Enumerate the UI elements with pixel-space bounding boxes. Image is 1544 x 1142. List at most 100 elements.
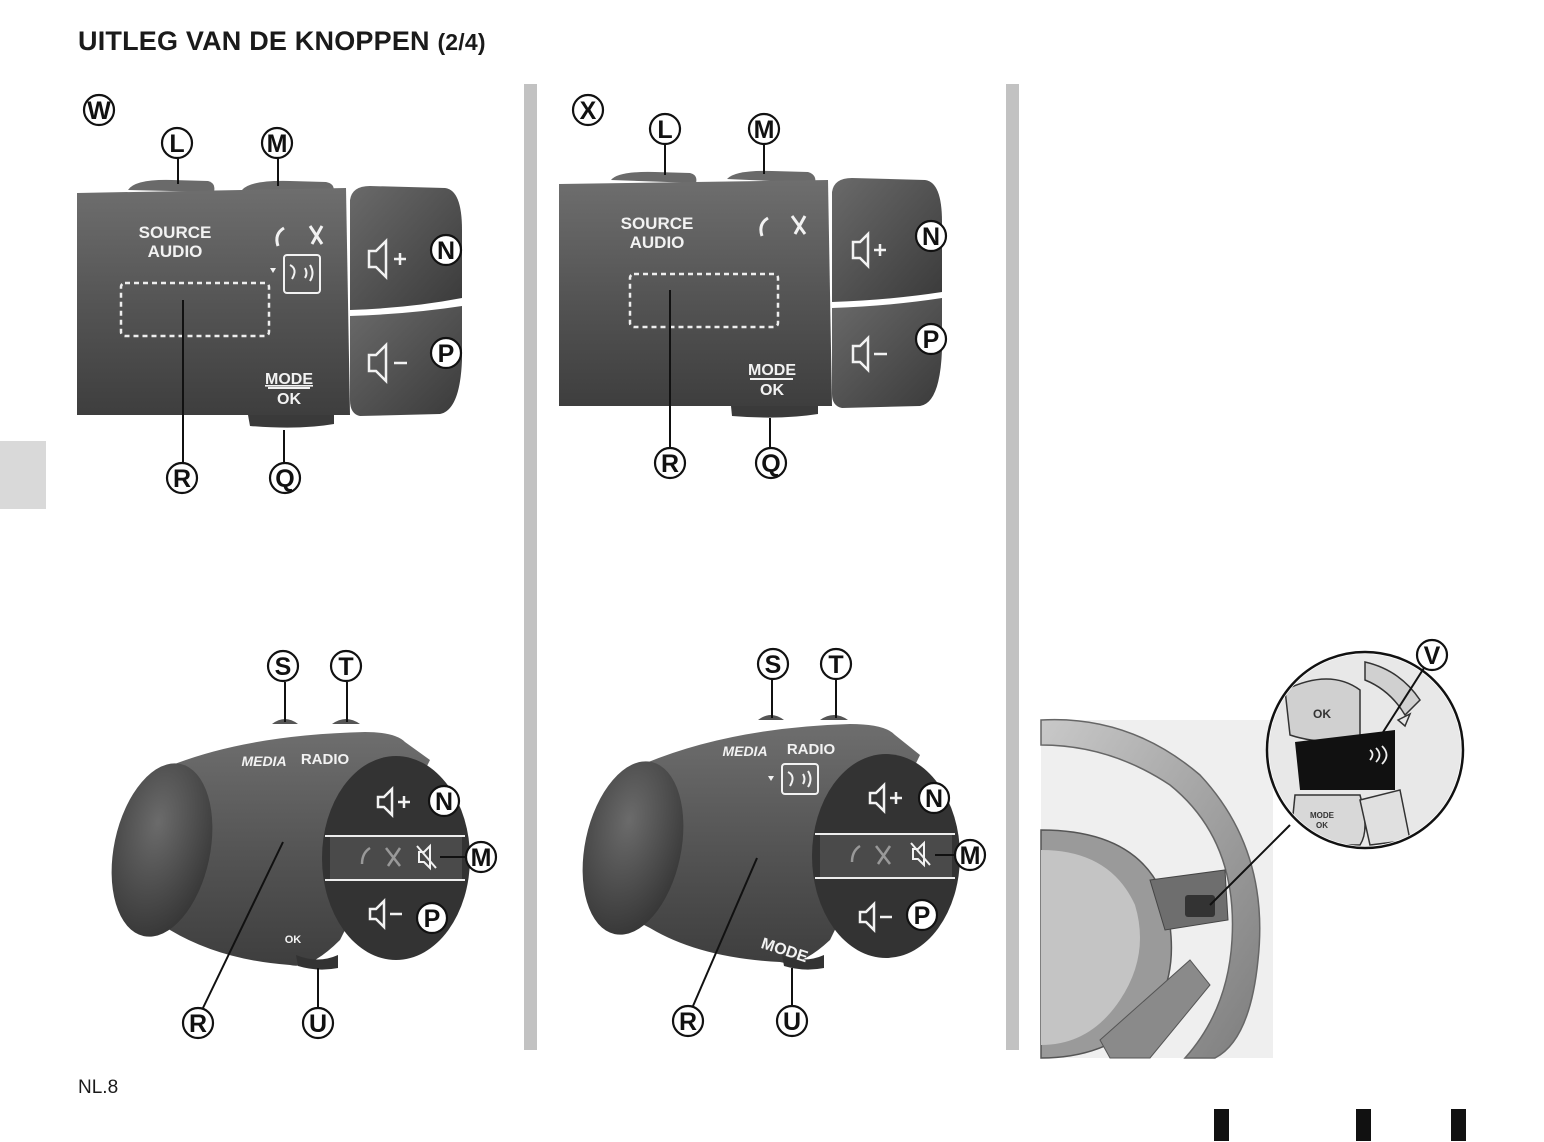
svg-text:L: L [169, 130, 184, 158]
button-l-top [128, 179, 215, 192]
svg-text:M: M [471, 844, 492, 872]
svg-text:R: R [173, 465, 191, 493]
media-label: MEDIA [241, 753, 286, 769]
page-number: NL.8 [78, 1077, 119, 1098]
thumb-index-mark-3 [1451, 1109, 1466, 1141]
wheel-rim [1040, 718, 1261, 1059]
volume-down-button [350, 306, 462, 416]
section-tab [0, 441, 46, 509]
source-label: SOURCE [621, 214, 694, 233]
stalk-end-knob [582, 761, 684, 935]
volume-up-icon [851, 230, 886, 270]
volume-down-icon [858, 900, 892, 934]
label-m: M [747, 112, 781, 146]
svg-text:T: T [828, 651, 843, 679]
thumb-index-mark-1 [1214, 1109, 1229, 1141]
inset-ok-small: OK [1316, 821, 1328, 830]
svg-text:M: M [267, 130, 288, 158]
ok-label: OK [277, 391, 301, 408]
mute-icon [416, 843, 437, 871]
svg-text:U: U [783, 1008, 801, 1036]
inset-voice-button [1295, 730, 1395, 790]
ok-label-lower: OK [285, 934, 302, 946]
voice-icon [270, 254, 321, 294]
phone-icon [275, 226, 285, 247]
inset-ok-label: OK [1313, 707, 1331, 721]
ok-label: OK [760, 382, 784, 399]
figure-x-upper: SOURCE AUDIO MODE OK [559, 144, 942, 448]
label-p: P [415, 901, 449, 935]
svg-text:S: S [275, 653, 292, 681]
title-sub: (2/4) [437, 29, 486, 55]
label-r: R [671, 1004, 705, 1038]
phone-icon [850, 844, 861, 863]
label-r: R [165, 461, 199, 495]
svg-text:R: R [189, 1010, 207, 1038]
voice-icon [768, 763, 819, 795]
steering-wheel-figure: OK MODE OK [1040, 650, 1465, 1059]
title-main: UITLEG VAN DE KNOPPEN [78, 26, 430, 56]
svg-text:T: T [338, 653, 353, 681]
label-s: S [266, 649, 300, 683]
airbag-cover [1041, 850, 1140, 1045]
svg-text:M: M [960, 842, 981, 870]
volume-down-icon [367, 341, 407, 385]
svg-text:P: P [914, 902, 931, 930]
mode-label: MODE [265, 371, 313, 388]
svg-text:V: V [1424, 642, 1441, 670]
figure-x-marker: X [571, 93, 605, 127]
svg-text:P: P [438, 340, 455, 368]
audio-label: AUDIO [148, 242, 203, 261]
svg-text:N: N [922, 223, 940, 251]
label-p: P [914, 322, 948, 356]
phone-icon [360, 846, 371, 865]
inset-mode-label: MODE [1310, 811, 1335, 820]
hangup-icon [308, 225, 324, 245]
volume-up-icon [868, 781, 902, 815]
hangup-icon [385, 847, 402, 867]
svg-text:N: N [435, 788, 453, 816]
label-l: L [160, 126, 194, 160]
media-label: MEDIA [722, 743, 767, 759]
stalk-body [559, 180, 832, 406]
volume-down-icon [368, 897, 402, 931]
label-u: U [775, 1004, 809, 1038]
column-divider-2 [1006, 84, 1019, 1050]
radio-label: RADIO [787, 741, 836, 758]
figure-w-marker: W [82, 93, 116, 127]
label-n: N [917, 781, 951, 815]
label-n: N [429, 233, 463, 267]
volume-up-icon [367, 237, 406, 281]
stalk-body [77, 188, 350, 415]
svg-text:N: N [925, 785, 943, 813]
mute-icon [910, 840, 931, 868]
column-divider-1 [524, 84, 537, 1050]
radio-label: RADIO [301, 751, 350, 768]
label-r: R [181, 1006, 215, 1040]
audio-label: AUDIO [630, 233, 685, 252]
label-n: N [427, 784, 461, 818]
volume-up-button [832, 178, 942, 302]
figure-w-upper: SOURCE AUDIO MODE OK [77, 158, 462, 463]
label-t: T [819, 647, 853, 681]
label-m: M [260, 126, 294, 160]
svg-text:P: P [923, 326, 940, 354]
svg-text:P: P [424, 905, 441, 933]
svg-text:S: S [765, 651, 782, 679]
svg-text:Q: Q [275, 465, 294, 493]
hangup-icon [875, 845, 892, 865]
phone-icon [759, 216, 769, 237]
stalk-end-knob [111, 763, 213, 937]
figure-x-lower: MEDIA RADIO MODE [582, 680, 960, 1007]
svg-text:U: U [309, 1010, 327, 1038]
button-q-bottom [248, 415, 334, 428]
source-label: SOURCE [139, 223, 212, 242]
label-p: P [429, 336, 463, 370]
label-q: Q [268, 461, 302, 495]
svg-text:R: R [679, 1008, 697, 1036]
label-v: V [1415, 638, 1449, 672]
thumb-index-mark-2 [1356, 1109, 1371, 1141]
svg-text:L: L [657, 116, 672, 144]
label-r: R [653, 446, 687, 480]
